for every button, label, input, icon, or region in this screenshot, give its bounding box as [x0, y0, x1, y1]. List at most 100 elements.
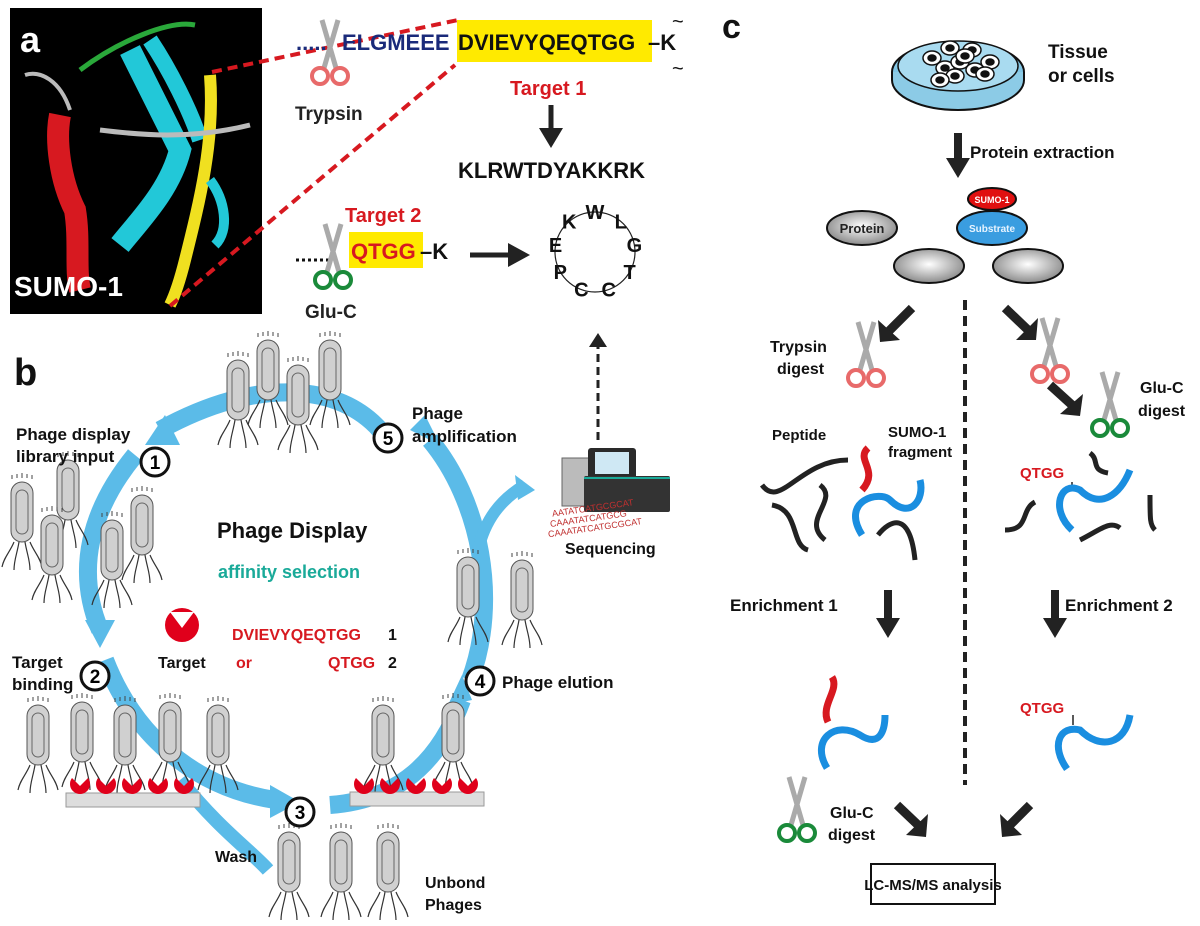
- lysine-bracket-bottom: ~: [672, 58, 684, 80]
- cell-nucleus: [980, 70, 990, 78]
- step5-label-line2: amplification: [412, 427, 517, 446]
- enrichment2-label: Enrichment 2: [1065, 596, 1173, 615]
- or-label: or: [236, 655, 252, 672]
- sequencing-label: Sequencing: [565, 541, 656, 558]
- cell-nucleus: [985, 58, 995, 66]
- sumo-fragment-line1: SUMO-1: [888, 424, 946, 441]
- peptide-fragments-left: [759, 457, 918, 561]
- target2-label: Target 2: [345, 205, 421, 227]
- sumo1-label: SUMO-1: [14, 271, 123, 302]
- substrate-fragment-blue-right: [1056, 468, 1134, 533]
- target-molecules: [70, 778, 478, 794]
- step-number-5: 5: [383, 429, 394, 450]
- sumo1-oval-label: SUMO-1: [974, 195, 1009, 205]
- gluc-digest2-scissors-icon: [779, 777, 815, 841]
- cyclic-residue: P: [554, 262, 567, 284]
- cell-nucleus: [945, 44, 955, 52]
- step-number-1: 1: [150, 453, 161, 474]
- panel-letter-c: c: [722, 8, 741, 46]
- panel-letter-a: a: [20, 19, 41, 60]
- cyclic-peptide-ring: [554, 211, 636, 293]
- step5-label-line1: Phage: [412, 404, 463, 423]
- step4-label: Phage elution: [502, 673, 613, 692]
- sequencer-machine-icon: [561, 448, 670, 512]
- workflow-arrows: [876, 304, 1083, 837]
- step-circle-2: [79, 660, 111, 692]
- cell-nucleus: [960, 52, 970, 60]
- unbound-label-line1: Unbond: [425, 875, 485, 892]
- cyclize-arrow-head: [508, 243, 530, 267]
- cell-nucleus: [935, 76, 945, 84]
- panel-a: a SUMO-1 ...... ELGMEEE DVIEVYQEQTGG –K …: [10, 8, 684, 323]
- petri-dish-icon: [891, 40, 1025, 111]
- cyclic-residue: C: [574, 280, 588, 302]
- zoom-line-top: [211, 18, 459, 74]
- gluc-digest-line2: digest: [1138, 403, 1186, 420]
- panel-letter-b: b: [14, 352, 37, 394]
- protein-oval-3: [992, 248, 1064, 284]
- trypsin-digest-line2: digest: [777, 361, 825, 378]
- target-legend-label: Target: [158, 655, 206, 672]
- sequence-elgmeee: ELGMEEE: [342, 30, 450, 55]
- cyclic-residue: L: [615, 211, 627, 233]
- step3-label: Wash: [215, 849, 257, 866]
- cyclic-residue: T: [624, 262, 636, 284]
- cyclic-residue: E: [549, 235, 562, 257]
- target-molecule: [148, 778, 168, 794]
- gluc-digest2-line2: digest: [828, 827, 876, 844]
- cell-nucleus: [940, 64, 950, 72]
- enriched-qtgg-label: QTGG: [1020, 700, 1064, 717]
- sequencing-arrow-head: [589, 333, 607, 347]
- step-circle-5: [372, 422, 404, 454]
- target-seq1: DVIEVYQEQTGG: [232, 627, 361, 644]
- peptide-label: Peptide: [772, 427, 826, 444]
- gluc-digest2-line1: Glu-C: [830, 805, 874, 822]
- target1-highlight: [457, 20, 652, 62]
- cyclic-residue: G: [627, 235, 643, 257]
- step-circle-1: [139, 446, 171, 478]
- target-molecule: [380, 778, 400, 794]
- enrichment1-label: Enrichment 1: [730, 596, 838, 615]
- gluc-digest-scissors-icon: [1092, 372, 1128, 436]
- step1-label-line2: library input: [16, 447, 115, 466]
- sequence-target1: DVIEVYQEQTGG: [458, 30, 635, 55]
- substrate-fragment-blue: [852, 479, 925, 537]
- protein-ribbon-illustration: [24, 21, 251, 308]
- target2-lysine-link: –K: [420, 239, 448, 264]
- trypsin-digest-line1: Trypsin: [770, 339, 827, 356]
- extraction-arrow-head: [946, 158, 970, 178]
- trypsin-label: Trypsin: [295, 104, 363, 125]
- panel-b: b: [1, 330, 670, 921]
- sample-label-line1: Tissue: [1048, 42, 1108, 63]
- step-circle-3: [284, 796, 316, 828]
- target-molecule: [70, 778, 90, 794]
- cyclic-residue: K: [562, 211, 577, 233]
- cyclic-residue: C: [601, 280, 615, 302]
- sumo-fragment-line2: fragment: [888, 444, 952, 461]
- target1-product-sequence: KLRWTDYAKKRK: [458, 158, 645, 183]
- target-seq2-number: 2: [388, 655, 397, 672]
- binding-plate-left: [65, 792, 201, 808]
- target1-label: Target 1: [510, 78, 586, 100]
- unbound-label-line2: Phages: [425, 897, 482, 914]
- trypsin-scissors-right-icon: [1032, 318, 1068, 382]
- substrate-label: Substrate: [969, 224, 1016, 235]
- step-circle-4: [464, 665, 496, 697]
- affinity-selection-subtitle: affinity selection: [218, 562, 360, 582]
- target2-highlight: [349, 232, 423, 268]
- target2-sequence: QTGG: [351, 239, 416, 264]
- target-molecule: [458, 778, 478, 794]
- target-molecule: [431, 778, 452, 794]
- target-seq1-number: 1: [388, 627, 397, 644]
- protein-label: Protein: [840, 221, 885, 236]
- target-molecule: [406, 778, 426, 794]
- sequence-lysine-link: –K: [648, 30, 676, 55]
- gluc-scissors-icon: [315, 224, 351, 288]
- step-number-3: 3: [295, 803, 306, 824]
- step1-label-line1: Phage display: [16, 425, 131, 444]
- zoom-line-bottom: [168, 63, 457, 308]
- cycle-arrow-heads: [85, 415, 535, 818]
